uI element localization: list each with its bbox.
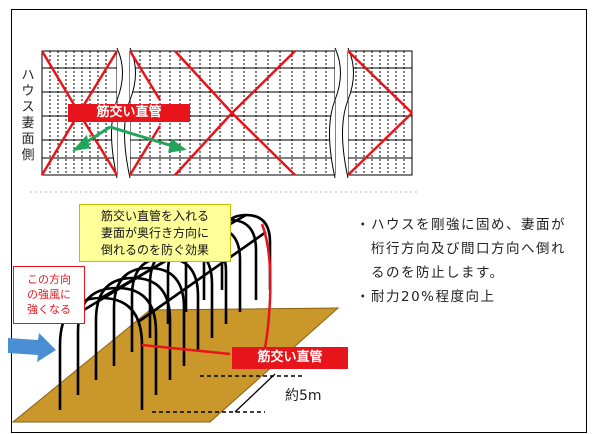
ground-plate bbox=[11, 307, 340, 423]
house-end-side-label: ハ ウ ス 妻 面 側 bbox=[21, 68, 35, 163]
top-brace-label: 筋交い直管 bbox=[68, 104, 190, 122]
bullet-line: ・耐力20%程度向上 bbox=[356, 289, 496, 305]
wind-callout: この方向 の強風に 強くなる bbox=[13, 266, 85, 324]
break-marks bbox=[111, 47, 354, 179]
effect-callout: 筋交い直管を入れる 妻面が奥行き方向に 倒れるのを防ぐ効果 bbox=[79, 204, 231, 262]
top-braces bbox=[40, 50, 413, 176]
explanation-list: ・ハウスを剛強に固め、妻面が 桁行方向及び間口方向へ倒れ るのを防止します。 ・… bbox=[356, 213, 588, 309]
house-end-panel-right bbox=[347, 50, 413, 176]
wind-arrow-icon bbox=[8, 333, 56, 362]
dimension-guides bbox=[152, 375, 305, 413]
perspective-braces bbox=[141, 223, 272, 361]
distance-label: 約5m bbox=[285, 388, 322, 404]
green-arrows bbox=[71, 125, 187, 153]
dimension-line bbox=[234, 373, 276, 413]
bullet-line: るのを防止します。 bbox=[356, 265, 505, 281]
bullet-line: ・ハウスを剛強に固め、妻面が bbox=[356, 217, 566, 233]
bullet-line: 桁行方向及び間口方向へ倒れ bbox=[356, 241, 566, 257]
bottom-brace-label: 筋交い直管 bbox=[232, 347, 348, 369]
